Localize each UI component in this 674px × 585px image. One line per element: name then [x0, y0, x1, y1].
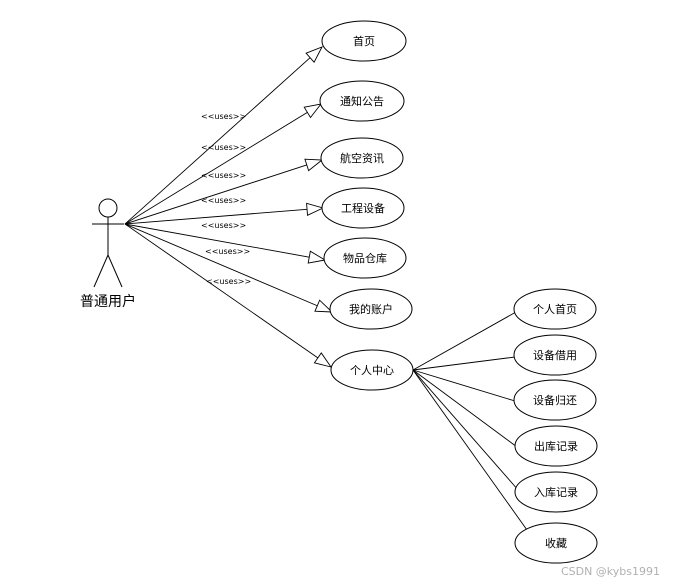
child-line: [412, 369, 518, 448]
uses-line: [124, 223, 310, 258]
use-case-inbound-record[interactable]: 入库记录: [514, 471, 598, 513]
uses-arrowhead: [313, 352, 333, 368]
uses-arrowhead: [307, 250, 327, 264]
uses-arrowhead: [303, 103, 323, 119]
uses-line: [124, 164, 307, 225]
uses-label: <<uses>>: [205, 247, 250, 256]
use-case-goods-warehouse[interactable]: 物品仓库: [323, 237, 407, 279]
child-connectors: [412, 311, 528, 531]
use-case-equipment-borrow[interactable]: 设备借用: [513, 334, 597, 376]
svg-text:出库记录: 出库记录: [534, 439, 578, 453]
svg-text:我的账户: 我的账户: [349, 302, 393, 316]
svg-text:入库记录: 入库记录: [534, 486, 578, 499]
use-case-personal-center[interactable]: 个人中心: [330, 349, 414, 391]
svg-text:收藏: 收藏: [545, 536, 567, 550]
uses-line: [124, 223, 318, 307]
svg-text:物品仓库: 物品仓库: [343, 251, 387, 265]
child-line: [412, 369, 528, 531]
actor-figure: [92, 198, 124, 288]
svg-text:个人首页: 个人首页: [533, 302, 577, 316]
child-line: [412, 356, 516, 371]
use-case-outbound-record[interactable]: 出库记录: [514, 425, 598, 467]
uses-arrowhead: [304, 158, 324, 172]
uses-label: <<uses>>: [201, 221, 246, 230]
uses-line: [124, 57, 311, 225]
uses-line: [124, 223, 319, 359]
use-case-favorites[interactable]: 收藏: [514, 522, 598, 564]
uses-line: [124, 208, 308, 225]
uses-connectors: [124, 46, 334, 368]
uses-arrowhead: [305, 46, 323, 63]
uses-label: <<uses>>: [201, 112, 246, 121]
child-line: [412, 369, 520, 492]
svg-text:首页: 首页: [353, 34, 375, 48]
use-case-personal-home[interactable]: 个人首页: [513, 288, 597, 330]
uses-line: [124, 111, 308, 225]
uses-label: <<uses>>: [201, 143, 246, 152]
svg-text:个人中心: 个人中心: [350, 364, 394, 377]
actor-label: 普通用户: [80, 293, 136, 310]
uses-arrowhead: [306, 202, 325, 216]
svg-text:设备借用: 设备借用: [533, 348, 577, 362]
uses-label: <<uses>>: [201, 196, 246, 205]
watermark: CSDN @kybs1991: [561, 565, 660, 578]
actor-left-leg: [93, 254, 109, 288]
use-case-notice[interactable]: 通知公告: [319, 80, 405, 122]
use-case-equipment-return[interactable]: 设备归还: [513, 379, 597, 421]
svg-text:航空资讯: 航空资讯: [340, 151, 384, 165]
actor-right-leg: [107, 254, 123, 288]
uses-arrowhead: [314, 299, 334, 313]
child-line: [412, 311, 517, 371]
uses-labels: <<uses>> <<uses>> <<uses>> <<uses>> <<us…: [201, 112, 251, 286]
use-case-home[interactable]: 首页: [321, 20, 407, 62]
use-case-aviation-news[interactable]: 航空资讯: [320, 137, 404, 179]
actor-head: [98, 198, 118, 218]
svg-text:通知公告: 通知公告: [340, 94, 384, 108]
child-line: [412, 369, 516, 402]
use-case-engineering-equipment[interactable]: 工程设备: [321, 187, 405, 229]
use-case-my-account[interactable]: 我的账户: [329, 288, 413, 330]
uses-label: <<uses>>: [206, 277, 251, 286]
uses-label: <<uses>>: [201, 171, 246, 180]
svg-text:设备归还: 设备归还: [533, 393, 577, 407]
svg-text:工程设备: 工程设备: [341, 201, 385, 215]
